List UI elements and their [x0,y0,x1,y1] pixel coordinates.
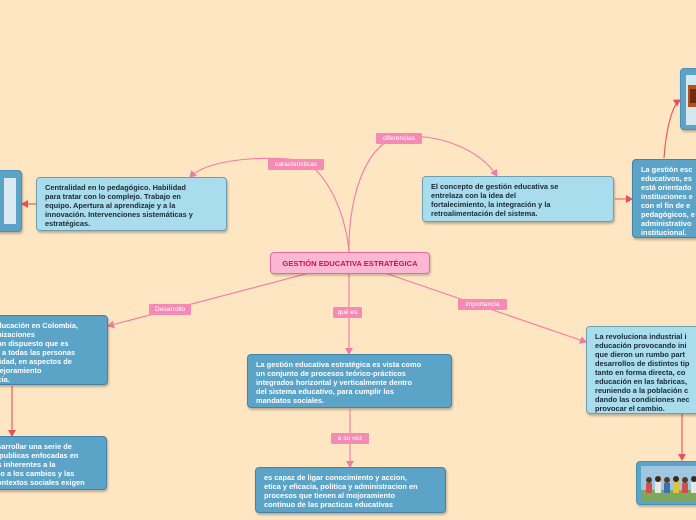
label-que-es[interactable]: qué es [333,307,362,318]
node-caracteristicas[interactable]: Centralidad en lo pedagógico. Habilidad … [36,177,227,231]
node-desarrollo[interactable]: educación en Colombia, anizaciones han d… [0,315,108,385]
link-desarrollo [107,271,314,329]
node-desarrollo-detail[interactable]: esarrollar una serie de s publicas enfoc… [0,436,107,490]
link-diferencias-image [663,99,681,159]
image-node-bottom-right[interactable] [636,461,696,505]
node-diferencias-detail[interactable]: La gestión esc educativos, es está orien… [632,159,696,238]
picture-icon [686,75,696,125]
label-caracteristicas[interactable]: caracteristicas [268,159,324,170]
students-photo-icon [641,466,696,502]
label-desarrollo[interactable]: Desarrollo [149,304,191,315]
node-a-su-vez[interactable]: es capaz de ligar conocimiento y accion,… [255,467,446,513]
central-topic[interactable]: GESTIÓN EDUCATIVA ESTRATÉGICA [270,252,430,274]
label-diferencias[interactable]: diferencias [376,133,422,144]
label-a-su-vez[interactable]: a su vez [331,433,369,444]
image-node-left[interactable] [0,170,22,232]
image-placeholder [4,178,16,224]
node-diferencias[interactable]: El concepto de gestión educativa se entr… [422,176,614,222]
node-que-es[interactable]: La gestión educativa estratégica es vist… [247,354,452,408]
label-importancia[interactable]: importancia [458,299,507,310]
image-node-top-right[interactable] [680,68,696,130]
node-importancia[interactable]: La revoluciona industrial i educación pr… [586,326,696,414]
